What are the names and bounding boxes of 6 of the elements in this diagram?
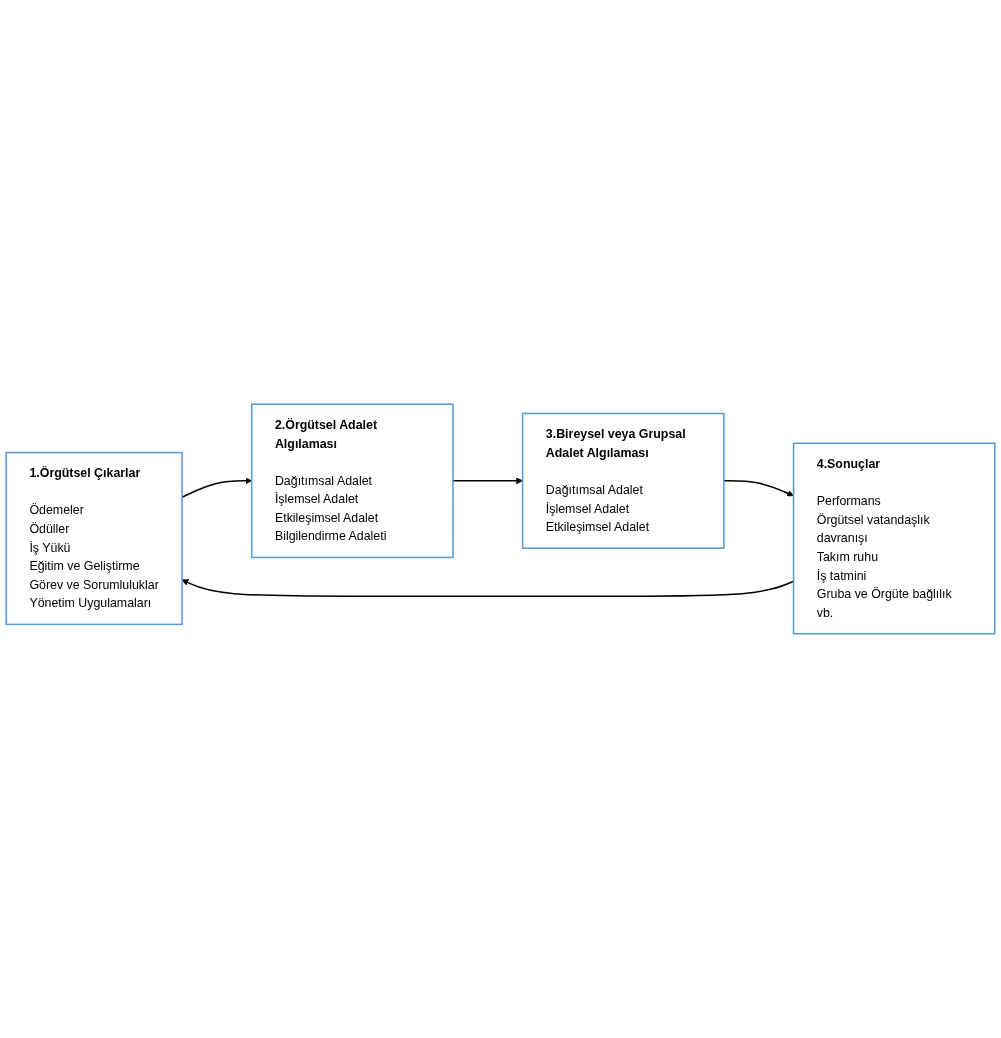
- node-box: 4.Sonuçlar Performans Örgütsel vatandaşlık davranışı Takım ruhu İş tatmini Gruba ve Örgüte bağlılık vb.: [792, 442, 996, 635]
- arrow: [723, 480, 794, 497]
- node-box: 2.Örgütsel Adalet Algılaması Dağıtımsal Adalet İşlemsel Adalet Etkileşimsel Adalet Bilgilendirme Adaleti: [250, 403, 454, 559]
- arrow: [452, 477, 523, 485]
- node-box: 3.Bireysel veya Grupsal Adalet Algılaması Dağıtımsal Adalet İşlemsel Adalet Etkileşimsel Adalet: [521, 412, 725, 549]
- node-box: 1.Örgütsel Çıkarlar Ödemeler Ödüller İş Yükü Eğitim ve Geliştirme Görev ve Sorumluluklar Yönetim Uygulamaları: [5, 451, 183, 626]
